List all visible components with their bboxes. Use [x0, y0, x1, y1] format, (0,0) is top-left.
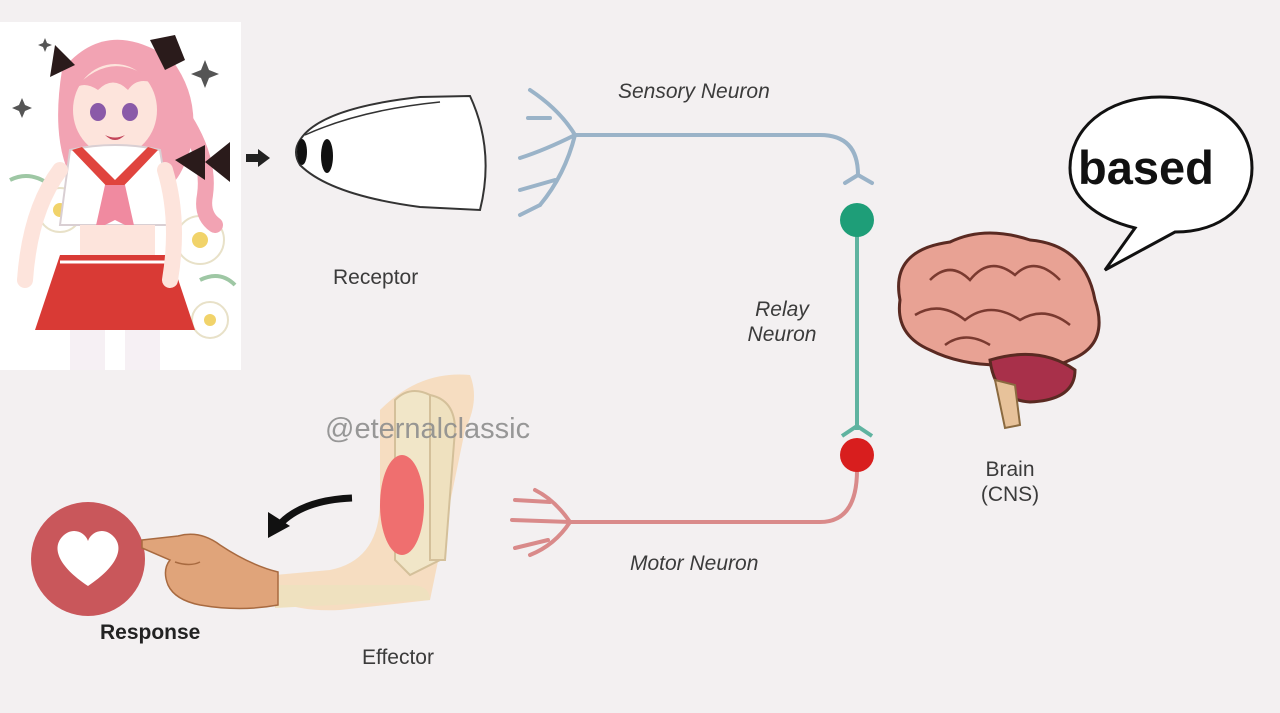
effector-label: Effector — [362, 646, 434, 669]
motor-node — [840, 438, 874, 472]
motor-neuron — [510, 468, 859, 557]
relay-label-line1: Relay — [755, 298, 809, 321]
arrow-right-icon — [246, 149, 270, 167]
receptor-eye-illustration — [295, 94, 487, 212]
sensory-neuron — [518, 88, 874, 217]
watermark-text: @eternalclassic — [325, 413, 531, 445]
relay-neuron-label: Relay Neuron — [740, 297, 824, 347]
response-label: Response — [100, 621, 201, 644]
pointing-hand-illustration — [141, 533, 279, 610]
brain-label: Brain (CNS) — [970, 457, 1050, 507]
character-illustration — [0, 22, 241, 370]
brain-label-line1: Brain — [985, 458, 1035, 481]
speech-bubble-text: based — [1078, 141, 1214, 194]
brain-illustration — [897, 231, 1101, 430]
heart-react-button-icon — [31, 502, 145, 616]
relay-neuron — [840, 203, 874, 438]
arm-effector-illustration — [275, 374, 474, 611]
brain-label-line2: (CNS) — [980, 483, 1040, 507]
sensory-neuron-label: Sensory Neuron — [618, 80, 770, 103]
relay-label-line2: Neuron — [747, 323, 817, 347]
receptor-label: Receptor — [333, 266, 419, 289]
speech-bubble — [1068, 95, 1254, 272]
curved-arrow-icon — [268, 494, 353, 538]
motor-neuron-label: Motor Neuron — [630, 552, 759, 575]
